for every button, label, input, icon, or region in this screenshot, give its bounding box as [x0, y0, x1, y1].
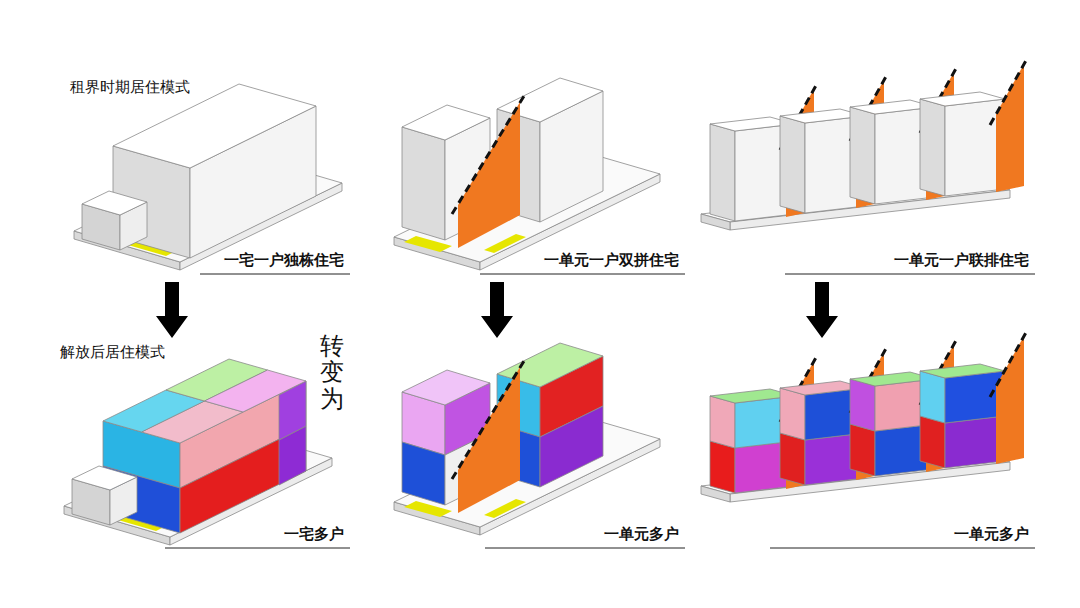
illustration-shape	[113, 84, 316, 168]
illustration-shape	[484, 499, 526, 518]
row-houses-white	[701, 57, 1028, 230]
housing-panel: 一单元一户联排住宅	[695, 50, 1035, 278]
illustration-shape	[990, 57, 1028, 125]
illustration-shape	[480, 274, 685, 275]
illustration-shape	[540, 406, 603, 487]
row-heading: 租界时期居住模式	[70, 78, 190, 96]
illustration-shape	[785, 274, 1035, 275]
illustration-shape	[452, 96, 524, 214]
row-houses-colored	[701, 329, 1028, 502]
illustration-shape	[205, 370, 307, 412]
illustration-shape	[996, 64, 1024, 192]
illustration-shape	[82, 191, 147, 215]
illustration-shape	[780, 388, 805, 440]
down-arrow	[156, 282, 188, 338]
semi-detached-white	[394, 78, 660, 270]
illustration-shape	[72, 466, 137, 490]
row-heading: 解放后居住模式	[60, 343, 165, 361]
illustration-shape	[180, 426, 306, 533]
panel-caption: 一单元多户	[602, 525, 681, 543]
illustration-shape	[710, 124, 735, 221]
illustration-shape	[996, 336, 1024, 464]
vertical-note: 转变为	[320, 333, 344, 412]
illustration-shape	[920, 364, 1005, 378]
illustration-shape	[990, 57, 1028, 192]
panel-caption: 一单元多户	[952, 525, 1031, 543]
illustration-shape	[990, 329, 1028, 464]
illustration-shape	[920, 371, 945, 423]
illustration-shape	[850, 107, 875, 204]
illustration-shape	[920, 99, 945, 196]
illustration-shape	[920, 92, 1005, 106]
illustration-shape	[402, 442, 445, 505]
down-arrow	[481, 282, 513, 338]
illustration-shape	[990, 329, 1028, 397]
detached-house-white	[74, 84, 342, 270]
illustration-shape	[458, 367, 520, 513]
illustration-shape	[200, 274, 350, 275]
illustration-shape	[402, 127, 445, 240]
panel-caption: 一宅多户	[282, 525, 346, 543]
illustration-shape	[485, 548, 685, 549]
illustration-shape	[452, 361, 524, 479]
housing-panel: 一单元多户	[390, 342, 685, 552]
down-arrow	[806, 282, 838, 338]
illustration-shape	[770, 548, 1035, 549]
housing-panel: 一宅一户独栋住宅	[65, 90, 350, 278]
housing-panel: 一单元多户	[695, 342, 1035, 552]
panel-caption: 一单元一户双拼住宅	[542, 251, 681, 269]
semi-detached-colored	[394, 343, 660, 535]
illustration-shape	[402, 105, 490, 140]
panel-caption: 一宅一户独栋住宅	[222, 251, 346, 269]
detached-house-colored	[64, 359, 332, 545]
illustration-shape	[710, 441, 735, 493]
illustration-shape	[780, 116, 805, 213]
illustration-shape	[710, 396, 735, 448]
illustration-shape	[458, 102, 520, 248]
illustration-shape	[920, 364, 1005, 468]
illustration-shape	[850, 379, 875, 431]
illustration-shape	[402, 370, 490, 405]
illustration-shape	[165, 548, 350, 549]
illustration-shape	[780, 433, 805, 485]
illustration-shape	[850, 424, 875, 476]
housing-panel: 一单元一户双拼住宅	[390, 90, 685, 278]
caption-underline	[165, 274, 1035, 548]
panel-caption: 一单元一户联排住宅	[892, 251, 1031, 269]
illustration-shape	[920, 416, 945, 468]
illustration-shape	[920, 92, 1005, 196]
illustration-shape	[484, 234, 526, 253]
housing-panel: 一宅多户	[55, 342, 350, 552]
